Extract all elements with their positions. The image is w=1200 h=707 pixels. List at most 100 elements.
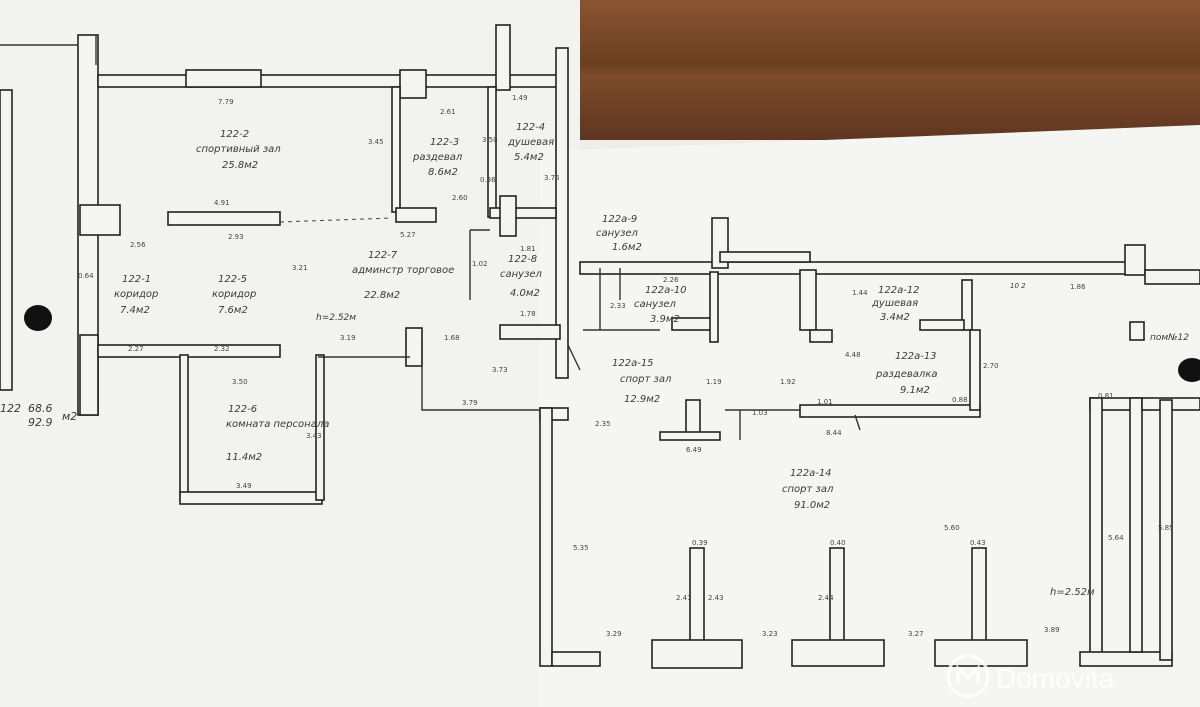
room-name: коридор — [212, 289, 256, 300]
room-name: спорт зал — [782, 484, 834, 495]
dimension-label: 3.21 — [292, 264, 308, 272]
room-area: 3.4м2 — [880, 312, 910, 323]
totals-unit: м2 — [62, 410, 77, 423]
dimension-label: 2.43 — [708, 594, 724, 602]
dimension-label: 1.19 — [706, 378, 722, 386]
ink-blot-left — [24, 305, 52, 331]
room-label-122-3: 122-3 раздевал 8.6м2 — [412, 137, 463, 178]
dimension-label: 0.81 — [1098, 392, 1114, 400]
dimension-label: 1.01 — [817, 398, 833, 406]
area-totals: 122 68.6 92.9 м2 — [0, 402, 77, 429]
room-label-122a-15: 122а-15 спорт зал 12.9м2 — [612, 358, 672, 405]
room-id: 122-4 — [516, 122, 545, 133]
dimension-label: 3.19 — [340, 334, 356, 342]
dimension-label: 0.64 — [78, 272, 94, 280]
dimension-label: 0.40 — [830, 539, 846, 547]
dimension-label: 3.73 — [492, 366, 508, 374]
dimension-label: 0.39 — [692, 539, 708, 547]
dimension-label: 4.48 — [845, 351, 861, 359]
dimension-label: 0.88 — [952, 396, 968, 404]
dimension-label: 2.56 — [130, 241, 146, 249]
room-id: 122а-12 — [878, 285, 920, 296]
watermark-logo-icon — [946, 654, 990, 698]
dimension-label: 2.32 — [214, 345, 230, 353]
room-name: душевая — [507, 137, 554, 148]
room-area: 11.4м2 — [226, 452, 262, 463]
room-id: 122-3 — [430, 137, 459, 148]
dimension-label: 2.35 — [595, 420, 611, 428]
room-label-122-1: 122-1 коридор 7.4м2 — [114, 274, 158, 316]
dimension-label: 1.02 — [472, 260, 488, 268]
ink-blot-right — [1178, 358, 1200, 382]
dimension-label: 2.61 — [440, 108, 456, 116]
right-block-lines — [567, 268, 861, 440]
room-area: 9.1м2 — [900, 385, 930, 396]
room-label-122a-13: 122а-13 раздевалка 9.1м2 — [875, 351, 937, 396]
room-name: комната персонала — [226, 419, 329, 430]
room-id: 122а-13 — [895, 351, 937, 362]
room-label-122a-10: 122а-10 санузел 3.9м2 — [634, 285, 687, 325]
room-label-122-8: 122-8 санузел 4.0м2 — [500, 254, 543, 299]
room-area: 5.4м2 — [514, 152, 544, 163]
room-area: 1.6м2 — [612, 242, 642, 253]
room-id: 122-5 — [218, 274, 247, 285]
room-id: 122-1 — [122, 274, 151, 285]
dimension-label: 1.86 — [1070, 283, 1086, 291]
room-label-122a-9: 122а-9 санузел 1.6м2 — [596, 214, 642, 253]
room-name: душевая — [871, 298, 918, 309]
room-area: 22.8м2 — [364, 290, 400, 301]
room-area: 7.6м2 — [218, 305, 248, 316]
dimension-label: 5.35 — [573, 544, 589, 552]
room-id: 122а-15 — [612, 358, 654, 369]
right-block-walls — [579, 217, 1200, 669]
room-label-122-2: 122-2 спортивный зал 25.8м2 — [196, 129, 281, 171]
dimension-label: 1.49 — [512, 94, 528, 102]
left-block-lines — [0, 35, 540, 411]
dimension-label: 3.50 — [482, 136, 498, 144]
watermark-text: Domovita — [996, 663, 1115, 694]
totals-prefix: 122 — [0, 402, 21, 415]
room-label-122a-14: 122а-14 спорт зал 91.0м2 — [782, 468, 834, 511]
room-name: раздевалка — [875, 369, 937, 380]
watermark-logo-mark — [956, 664, 980, 684]
room-label-122-5: 122-5 коридор 7.6м2 — [212, 274, 256, 316]
dimension-label: 2.33 — [610, 302, 626, 310]
room-id: 122-8 — [508, 254, 537, 265]
room-area: 7.4м2 — [120, 305, 150, 316]
dimension-label: 2.44 — [818, 594, 834, 602]
room-name: спорт зал — [620, 374, 672, 385]
dimension-label: 3.50 — [232, 378, 248, 386]
dimension-label: 3.89 — [1044, 626, 1060, 634]
room-area: 12.9м2 — [624, 394, 660, 405]
partial-dimension-label: 10 2 — [1010, 282, 1026, 290]
dimension-label: 3.75 — [544, 174, 560, 182]
dimension-label: 5.64 — [1108, 534, 1124, 542]
room-name: санузел — [596, 228, 639, 239]
room-label-122-7: 122-7 админстр торговое 22.8м2 — [352, 250, 454, 301]
dimension-label: 1.03 — [752, 409, 768, 417]
room-id: 122-2 — [220, 129, 249, 140]
wood-grain — [580, 0, 1200, 140]
room-name: коридор — [114, 289, 158, 300]
dimension-label: 2.26 — [663, 276, 679, 284]
dimension-label: 3.49 — [236, 482, 252, 490]
totals-value-2: 92.9 — [28, 416, 53, 429]
dimension-label: 1.78 — [520, 310, 536, 318]
dimension-label: 2.70 — [983, 362, 999, 370]
dimension-label: 4.91 — [214, 199, 230, 207]
room-label-122-4: 122-4 душевая 5.4м2 — [507, 122, 554, 163]
dimension-label: 3.27 — [908, 630, 924, 638]
room-name: санузел — [500, 269, 543, 280]
dimension-label: 1.68 — [444, 334, 460, 342]
room-area: 8.6м2 — [428, 167, 458, 178]
dimension-label: 1.44 — [852, 289, 868, 297]
dimension-label: 3.29 — [606, 630, 622, 638]
dimension-label: 2.27 — [128, 345, 144, 353]
room-name: раздевал — [412, 152, 463, 163]
dimension-label: 3.43 — [306, 432, 322, 440]
dimension-label: 2.60 — [452, 194, 468, 202]
room-area: 91.0м2 — [794, 500, 830, 511]
room-label-122a-12: 122а-12 душевая 3.4м2 — [871, 285, 920, 323]
room-id: 122-6 — [228, 404, 257, 415]
room-area: 4.0м2 — [510, 288, 540, 299]
